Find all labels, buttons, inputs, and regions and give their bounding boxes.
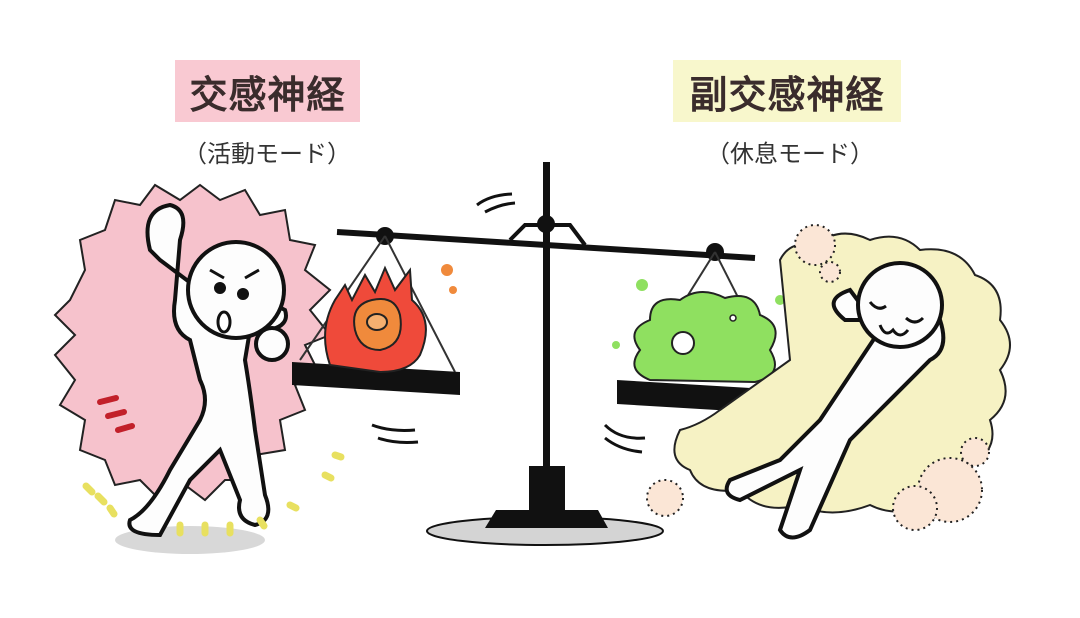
motion-marks-red <box>97 395 135 433</box>
parasympathetic-nerve-title: 副交感神経 <box>689 72 885 117</box>
energetic-person <box>115 202 290 554</box>
sympathetic-nerve-label: 交感神経 <box>175 60 360 122</box>
rest-mode-subtitle: （休息モード） <box>706 140 874 168</box>
parasympathetic-nerve-label: 副交感神経 <box>673 60 901 122</box>
green-cloud-icon <box>612 279 785 384</box>
sympathetic-nerve-title: 交感神経 <box>189 72 346 117</box>
active-mode-subtitle: （活動モード） <box>183 140 351 168</box>
fire-icon <box>324 264 457 374</box>
impact-marks-yellow <box>82 451 345 537</box>
motion-lines <box>371 192 646 454</box>
dotted-bubbles <box>646 224 990 531</box>
relaxed-person <box>724 261 946 540</box>
